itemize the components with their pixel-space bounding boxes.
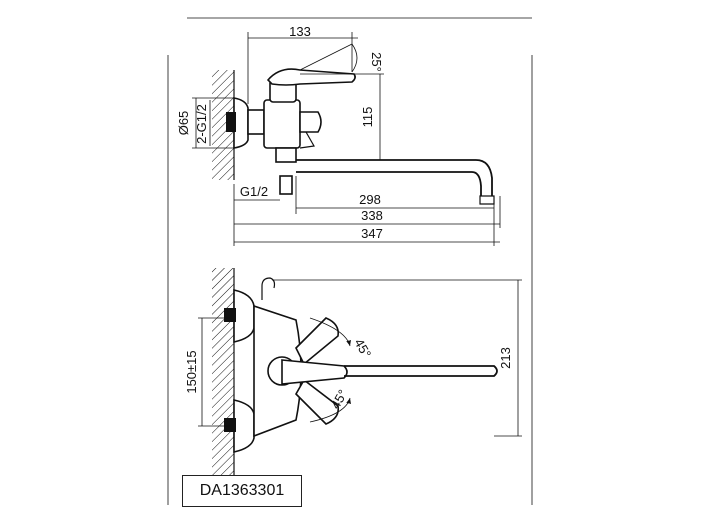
front-flange-upper [233,289,255,343]
dim-height-213: 213 [498,347,513,369]
dim-handle-angle: 25° [369,52,384,72]
dim-spout-338: 338 [361,208,383,223]
front-spout [344,365,498,377]
front-handle-upper [295,317,340,366]
dim-inlet-thread: 2-G1/2 [194,104,209,144]
side-view: 133 25° 115 Ø65 2-G1/2 G1/2 298 338 347 [176,24,501,246]
dim-handle-reach: 133 [289,24,311,39]
front-flange-lower [233,399,255,453]
side-body [263,99,301,149]
side-flange [233,97,249,149]
side-diverter [299,111,322,133]
model-code-box: DA1363301 [182,475,302,507]
front-handle-lever [281,359,348,385]
side-spout [296,159,493,196]
side-outlet [275,147,297,163]
side-wall [212,70,234,180]
dim-spout-298: 298 [359,192,381,207]
dim-outlet-thread: G1/2 [240,184,268,199]
dim-mount-diameter: Ø65 [176,111,191,136]
front-view: 45° 45° 150±15 213 [184,268,522,478]
dim-angle-upper: 45° [351,336,374,361]
dim-total-347: 347 [361,226,383,241]
side-connector [247,109,265,135]
front-handle-lower [295,378,340,425]
dim-center-spacing: 150±15 [184,350,199,393]
side-handle [266,68,356,86]
front-hook [261,277,276,300]
front-wall [212,268,234,478]
dim-handle-height: 115 [360,107,375,128]
model-code: DA1363301 [199,482,285,499]
